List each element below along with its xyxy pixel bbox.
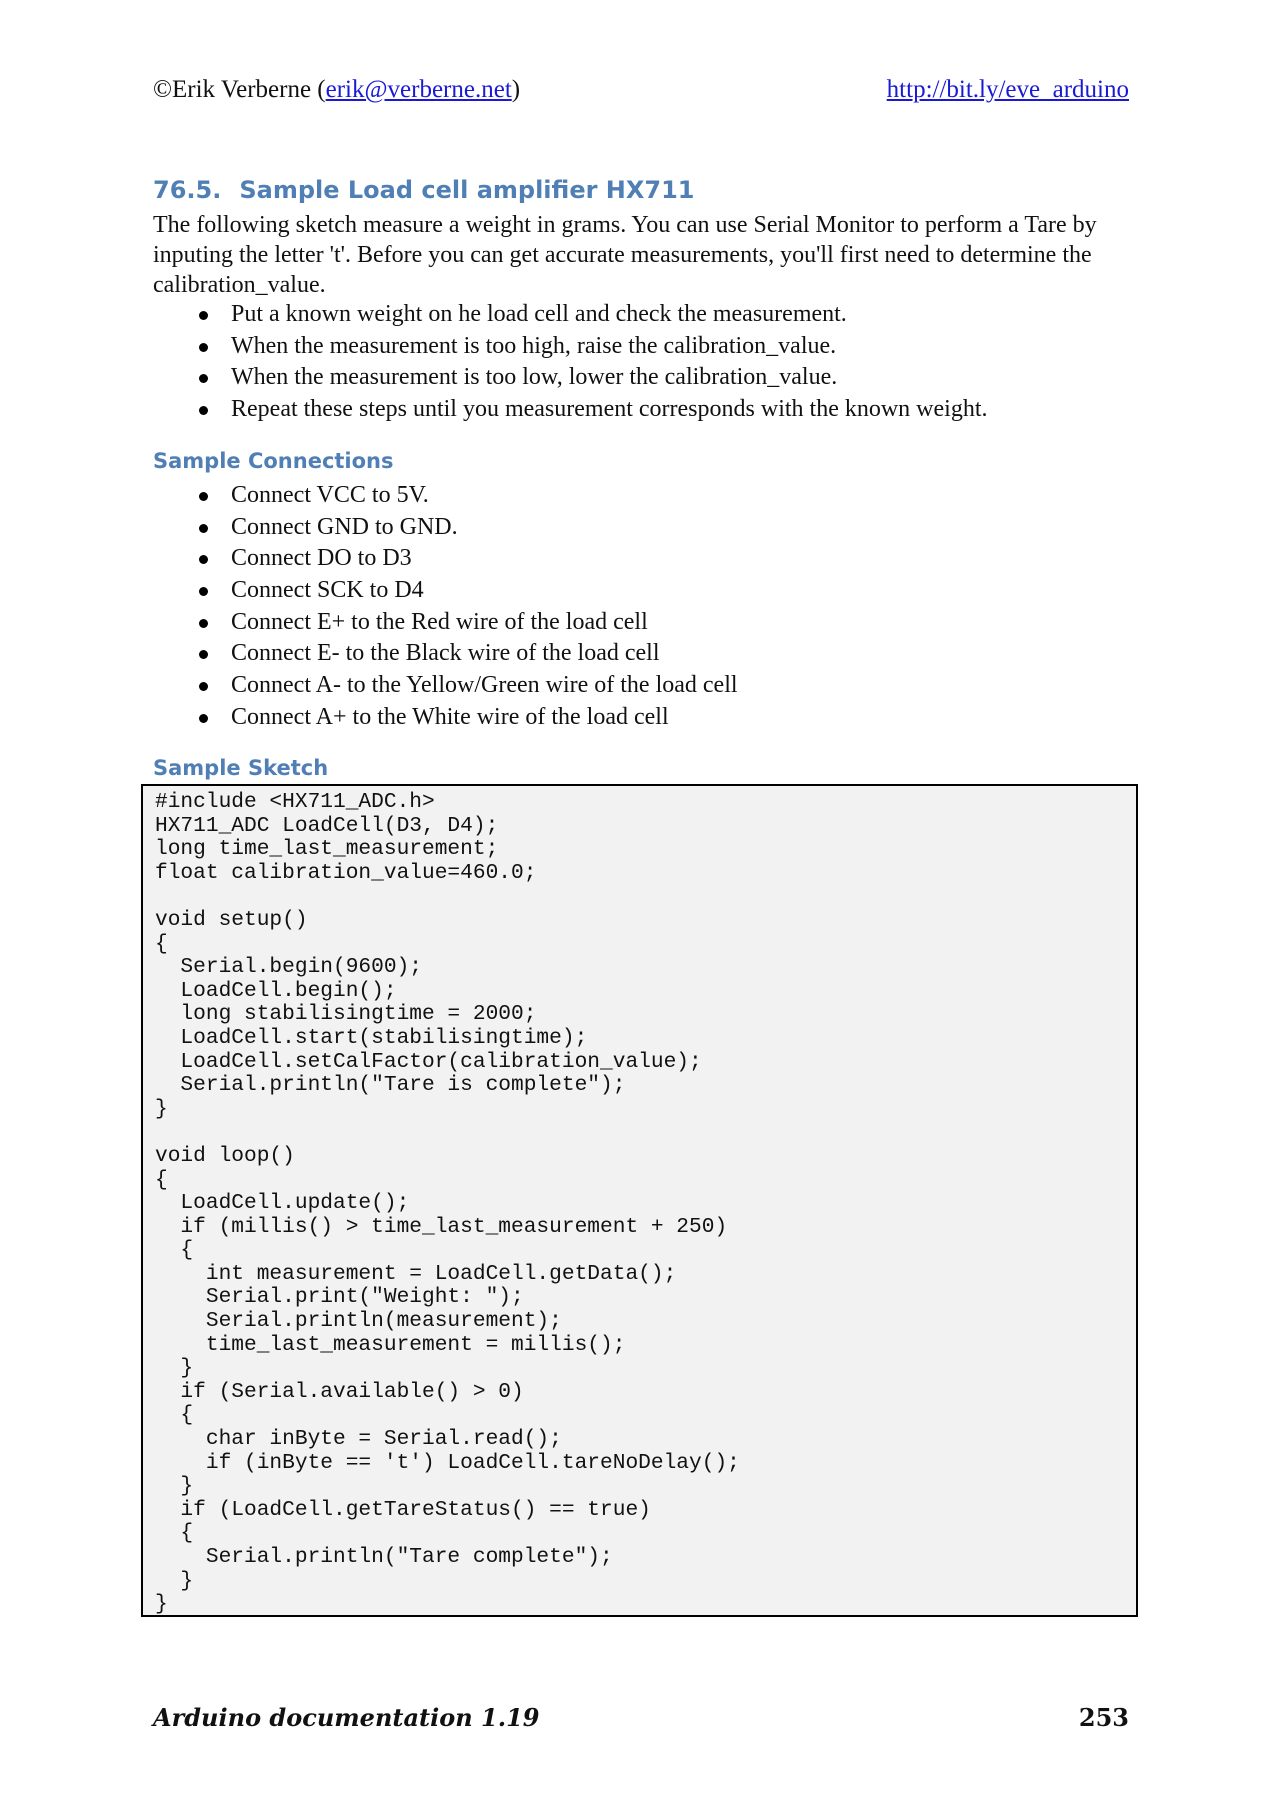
code-listing: #include <HX711_ADC.h> HX711_ADC LoadCel… [155,790,740,1617]
connections-list: Connect VCC to 5V. Connect GND to GND. C… [153,480,1128,734]
sketch-heading: Sample Sketch [153,756,329,780]
author-email-link[interactable]: erik@verberne.net [325,76,512,103]
page-header: ©Erik Verberne (erik@verberne.net) http:… [153,76,1129,104]
page-number: 253 [1078,1703,1129,1732]
section-title: Sample Load cell amplifier HX711 [239,176,695,204]
list-item: When the measurement is too high, raise … [153,331,1128,363]
footer-doc-title: Arduino documentation 1.19 [153,1703,540,1732]
list-item: Connect A+ to the White wire of the load… [153,702,1128,734]
list-item: Connect DO to D3 [153,543,1128,575]
calibration-steps-list: Put a known weight on he load cell and c… [153,299,1128,426]
website-link[interactable]: http://bit.ly/eve_arduino [886,76,1129,103]
list-item: Connect GND to GND. [153,512,1128,544]
list-item: Repeat these steps until you measurement… [153,394,1128,426]
list-item: Connect E+ to the Red wire of the load c… [153,607,1128,639]
author-credit: ©Erik Verberne (erik@verberne.net) [153,76,520,104]
list-item: When the measurement is too low, lower t… [153,362,1128,394]
copyright-close: ) [511,76,521,103]
copyright-text: ©Erik Verberne ( [153,76,326,103]
list-item: Put a known weight on he load cell and c… [153,299,1128,331]
list-item: Connect A- to the Yellow/Green wire of t… [153,670,1128,702]
section-heading: 76.5. Sample Load cell amplifier HX711 [153,176,694,204]
intro-paragraph: The following sketch measure a weight in… [153,212,1097,298]
list-item: Connect E- to the Black wire of the load… [153,638,1128,670]
code-block: #include <HX711_ADC.h> HX711_ADC LoadCel… [141,784,1138,1617]
list-item: Connect VCC to 5V. [153,480,1128,512]
connections-heading: Sample Connections [153,449,394,473]
section-number: 76.5. [153,176,222,204]
list-item: Connect SCK to D4 [153,575,1128,607]
